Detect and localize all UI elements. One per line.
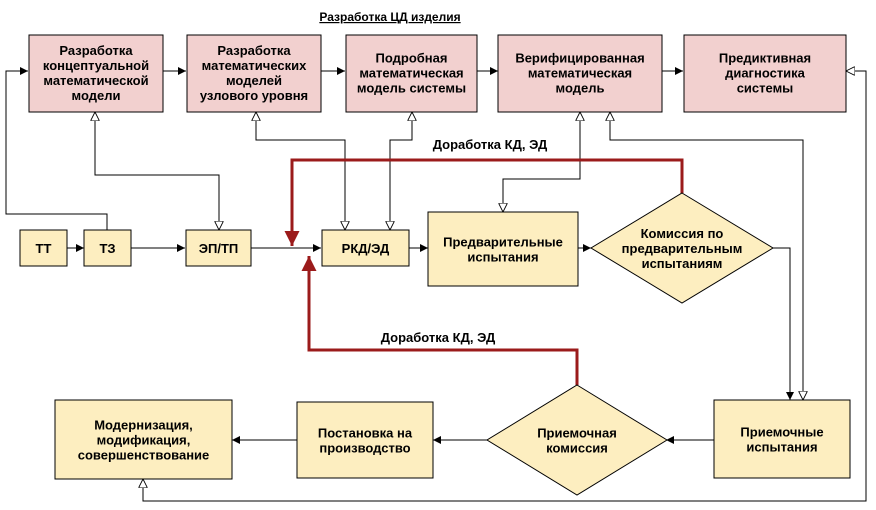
- process-box-tt: ТТ: [19, 229, 68, 267]
- feedback-line-1: [284, 158, 684, 246]
- model-box-m1-shape: [28, 34, 164, 113]
- link-ep-m1: [95, 112, 219, 230]
- process-box-post-shape: [296, 401, 434, 479]
- process-box-mod-label-line-3: совершенствование: [78, 448, 210, 463]
- model-box-m5-shape: [683, 34, 847, 113]
- process-box-pred-label-line-2: испытания: [467, 250, 538, 265]
- model-box-m3-label-line-3: модель системы: [357, 81, 466, 96]
- model-box-m3-shape: [345, 34, 478, 113]
- process-box-rkd-label-line-1: РКД/ЭД: [342, 241, 390, 256]
- model-box-m1-label-line-1: Разработка: [59, 43, 133, 58]
- model-box-m4-label-line-2: математическая: [528, 66, 632, 81]
- process-box-prin-shape: [713, 399, 851, 479]
- model-box-m5-label-line-1: Предиктивная: [719, 51, 811, 66]
- model-boxes: Разработкаконцептуальнойматематическоймо…: [28, 34, 847, 113]
- process-box-mod-label-line-1: Модернизация,: [94, 418, 193, 433]
- model-box-m1-label-line-3: математической: [43, 73, 148, 88]
- process-box-pred-shape: [427, 211, 579, 287]
- model-box-m3-label-line-2: математическая: [359, 66, 463, 81]
- link-m5-mod: [143, 71, 867, 502]
- model-box-m2-label-line-2: математических: [202, 58, 307, 73]
- decision-kom1-label-line-1: Комиссия по: [641, 226, 724, 241]
- model-box-m3-label-line-1: Подробная: [376, 51, 448, 66]
- model-box-m2-shape: [186, 34, 322, 113]
- process-box-post-label-line-1: Постановка на: [318, 426, 413, 441]
- process-box-prin-label-line-1: Приемочные: [740, 425, 823, 440]
- arrow-kom1-prin: [773, 247, 794, 400]
- feedback-label-2: Доработка КД, ЭД: [381, 330, 496, 345]
- diagram-title: Разработка ЦД изделия: [319, 10, 460, 24]
- process-box-ep-label-line-1: ЭП/ТП: [199, 241, 239, 256]
- model-box-m1-label-line-2: концептуальной: [43, 58, 149, 73]
- decision-kom1-label-line-3: испытаниям: [642, 256, 723, 271]
- model-box-m4-shape: [497, 34, 663, 113]
- decision-kom2-shape: [486, 384, 668, 496]
- model-box-m4-label-line-3: модель: [556, 81, 605, 96]
- model-box-m4-label-line-1: Верифицированная: [515, 51, 644, 66]
- process-box-pred-label-line-1: Предварительные: [443, 235, 563, 250]
- feedback-label-1: Доработка КД, ЭД: [433, 137, 548, 152]
- process-box-post-label-line-2: производство: [319, 441, 410, 456]
- decision-kom1-shape: [590, 192, 774, 304]
- model-box-m1-label-line-4: модели: [72, 88, 121, 103]
- decision-kom2-label-line-2: комиссия: [546, 441, 608, 456]
- model-box-m5-label-line-2: диагностика: [725, 66, 806, 81]
- link-m2-rkd: [256, 112, 345, 230]
- decision-diamonds: Комиссия попредварительнымиспытаниямПрие…: [486, 192, 774, 496]
- feedback-lines: [284, 158, 684, 385]
- model-box-m2-label-line-4: узлового уровня: [200, 88, 308, 103]
- decision-kom2-label-line-1: Приемочная: [537, 426, 617, 441]
- process-box-tz-shape: [83, 229, 132, 267]
- feedback-line-2: [301, 256, 579, 385]
- decision-kom1-label-line-2: предварительным: [622, 241, 743, 256]
- model-box-m2-label-line-1: Разработка: [217, 43, 291, 58]
- process-box-tt-label-line-1: ТТ: [36, 241, 52, 256]
- process-box-prin-label-line-2: испытания: [746, 440, 817, 455]
- model-box-m1: Разработкаконцептуальнойматематическоймо…: [28, 34, 164, 113]
- process-box-rkd-shape: [321, 229, 410, 267]
- process-box-tt-shape: [19, 229, 68, 267]
- process-box-ep: ЭП/ТП: [185, 229, 252, 267]
- process-box-tz: ТЗ: [83, 229, 132, 267]
- process-box-mod-label-line-2: модификация,: [97, 433, 191, 448]
- connectors: [5, 71, 867, 502]
- process-box-ep-shape: [185, 229, 252, 267]
- process-box-mod: Модернизация,модификация,совершенствован…: [54, 399, 233, 480]
- model-box-m2-label-line-3: моделей: [226, 73, 282, 88]
- link-m3-rkd: [390, 112, 412, 230]
- process-box-rkd: РКД/ЭД: [321, 229, 410, 267]
- process-box-mod-shape: [54, 399, 233, 480]
- model-box-m2: Разработкаматематическихмоделейузлового …: [186, 34, 322, 113]
- link-m4-pred: [503, 112, 580, 212]
- model-box-m5-label-line-3: системы: [737, 81, 794, 96]
- process-box-tz-label-line-1: ТЗ: [99, 241, 115, 256]
